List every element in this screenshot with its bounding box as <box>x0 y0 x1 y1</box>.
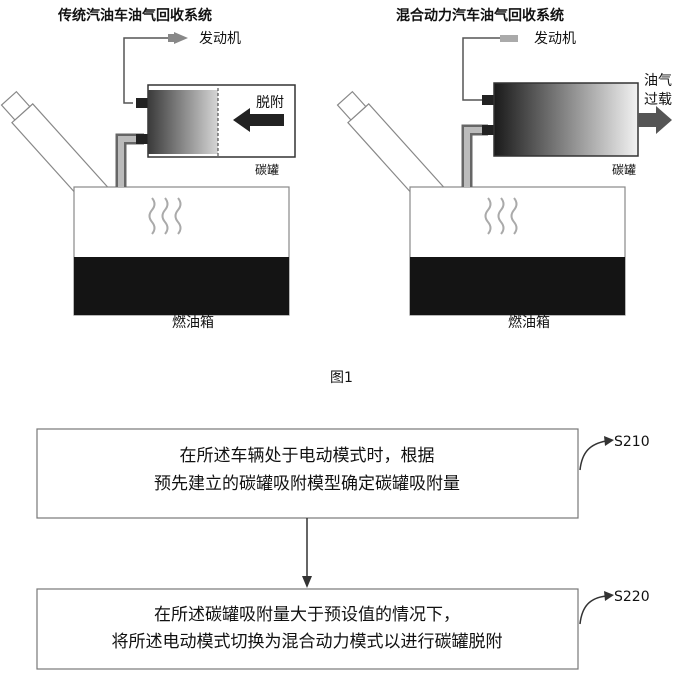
traditional-system-diagram: 传统汽油车油气回收系统 发动机 脱附 碳罐 <box>0 7 296 331</box>
s220-line1: 在所述碳罐吸附量大于预设值的情况下， <box>154 605 460 625</box>
left-engine-line <box>123 37 174 104</box>
flowchart: 在所述车辆处于电动模式时，根据 预先建立的碳罐吸附模型确定碳罐吸附量 S210 … <box>36 428 650 670</box>
right-valve-bottom <box>482 125 494 135</box>
left-canister-label: 碳罐 <box>255 163 279 177</box>
right-tank-label: 燃油箱 <box>508 314 550 331</box>
left-engine-label: 发动机 <box>199 31 241 47</box>
s210-label: S210 <box>614 434 650 450</box>
right-engine-line <box>462 37 500 101</box>
right-overload-line2: 过载 <box>644 92 672 108</box>
right-vapor-waves <box>484 197 518 235</box>
flow-arrow-head <box>302 576 312 588</box>
left-canister-adsorbent <box>148 90 218 154</box>
flowchart-step-s220 <box>36 588 579 670</box>
right-overload-line1: 油气 <box>644 73 672 89</box>
hybrid-system-diagram: 混合动力汽车油气回收系统 发动机 油气 过载 碳罐 燃油箱 <box>336 7 672 331</box>
right-fuel-level <box>410 257 625 315</box>
figure-caption: 图1 <box>330 370 353 386</box>
right-title: 混合动力汽车油气回收系统 <box>396 7 564 24</box>
s210-line2: 预先建立的碳罐吸附模型确定碳罐吸附量 <box>154 474 460 494</box>
s210-line1: 在所述车辆处于电动模式时，根据 <box>180 446 435 466</box>
right-valve-top <box>482 95 494 105</box>
left-desorb-arrow <box>233 108 284 132</box>
right-canister-saturated <box>493 82 639 157</box>
s210-leader-line <box>579 440 607 471</box>
left-tank-label: 燃油箱 <box>172 314 214 331</box>
left-valve-bottom <box>136 134 148 144</box>
s220-line2: 将所述电动模式切换为混合动力模式以进行碳罐脱附 <box>112 632 503 652</box>
left-vapor-waves <box>148 197 182 235</box>
left-engine-arrow <box>174 32 188 44</box>
left-fuel-level <box>74 257 289 315</box>
flowchart-step-s210 <box>36 428 579 519</box>
right-engine-label: 发动机 <box>534 31 576 47</box>
right-engine-flow-marker <box>500 35 518 42</box>
right-canister-label: 碳罐 <box>612 163 636 177</box>
right-vapor-pipe <box>461 124 488 187</box>
s220-leader-line <box>579 595 607 625</box>
left-vapor-pipe <box>115 133 144 187</box>
right-overload-arrow <box>638 106 672 134</box>
s220-label: S220 <box>614 589 650 605</box>
left-valve-top <box>136 98 148 108</box>
left-title: 传统汽油车油气回收系统 <box>57 7 212 24</box>
left-desorb-label: 脱附 <box>256 95 284 111</box>
